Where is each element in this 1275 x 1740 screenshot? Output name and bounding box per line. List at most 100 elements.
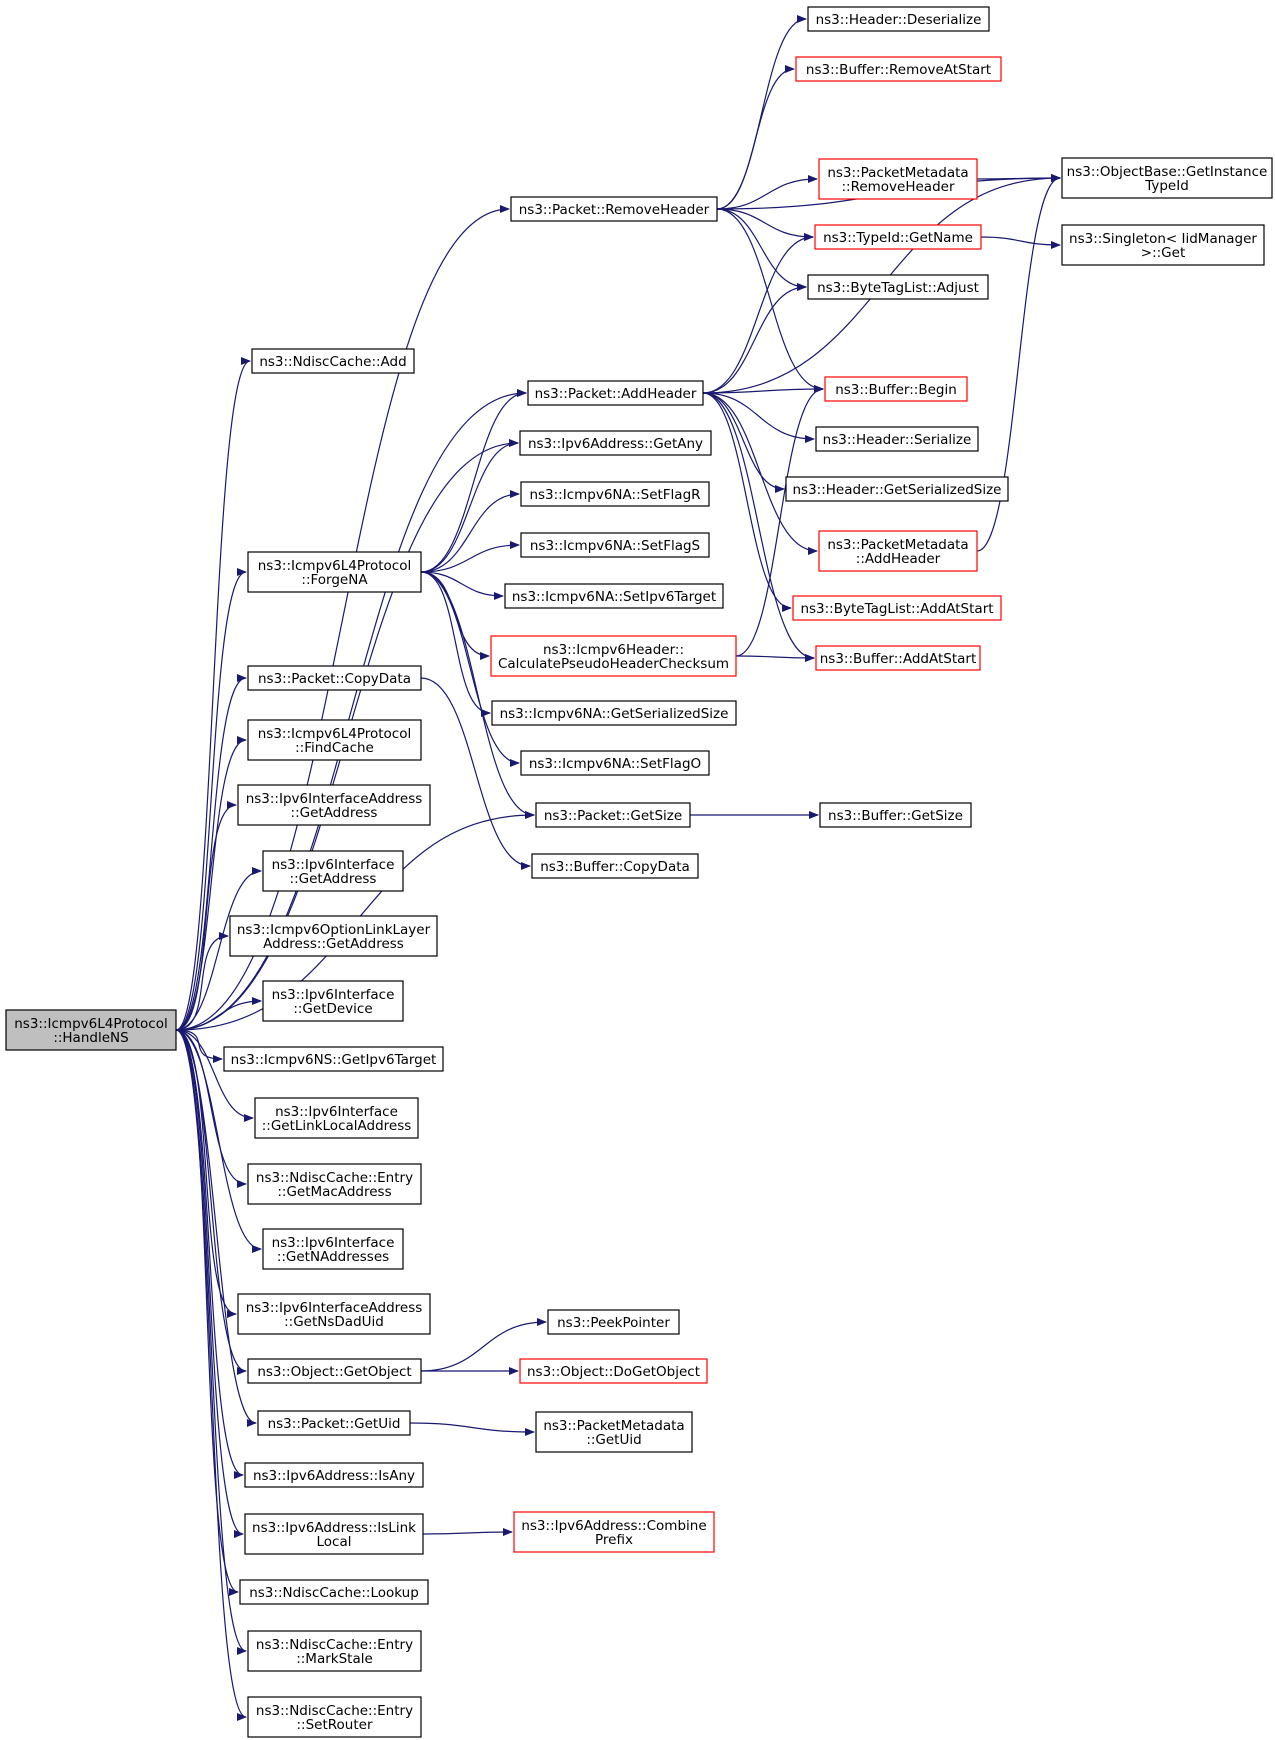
edges-layer [175, 15, 1061, 1721]
node-label: TypeId [1144, 178, 1189, 194]
node-buf_addatstart[interactable]: ns3::Buffer::AddAtStart [815, 645, 981, 671]
node-markstale[interactable]: ns3::NdiscCache::Entry::MarkStale [247, 1630, 422, 1672]
node-btl_addatstart[interactable]: ns3::ByteTagList::AddAtStart [792, 595, 1002, 621]
node-label: ns3::NdiscCache::Lookup [249, 1585, 419, 1601]
node-ndisc_add[interactable]: ns3::NdiscCache::Add [251, 348, 415, 374]
node-box [527, 380, 704, 406]
node-label: ns3::Buffer::RemoveAtStart [806, 62, 991, 78]
node-buf_copydata[interactable]: ns3::Buffer::CopyData [531, 853, 699, 879]
edge-handlens-to-getmac [175, 1029, 247, 1188]
node-box [247, 665, 422, 691]
edge-forge_na-to-na_getser [420, 571, 491, 717]
node-buf_getsize[interactable]: ns3::Buffer::GetSize [819, 802, 972, 828]
node-pm_getuid[interactable]: ns3::PacketMetadata::GetUid [535, 1411, 693, 1453]
node-label: Address::GetAddress [263, 936, 404, 952]
node-setipv6target[interactable]: ns3::Icmpv6NA::SetIpv6Target [504, 583, 724, 609]
edge-removeheader-to-btl_adjust [716, 208, 807, 291]
node-label: ns3::Object::DoGetObject [527, 1364, 700, 1380]
node-label: ns3::Icmpv6NA::SetFlagR [529, 487, 700, 503]
edge-handlens-to-ifaddr_getaddr [175, 801, 237, 1031]
node-label: ::FindCache [295, 740, 374, 756]
node-ns_gettarget[interactable]: ns3::Icmpv6NS::GetIpv6Target [223, 1046, 444, 1072]
node-na_getser[interactable]: ns3::Icmpv6NA::GetSerializedSize [491, 700, 737, 726]
node-buf_removeatstart[interactable]: ns3::Buffer::RemoveAtStart [795, 56, 1002, 82]
node-getobject[interactable]: ns3::Object::GetObject [247, 1358, 422, 1384]
node-pm_addheader[interactable]: ns3::PacketMetadata::AddHeader [818, 530, 978, 572]
edge-forge_na-to-getany [420, 439, 519, 573]
node-label: ns3::Packet::GetUid [268, 1416, 401, 1432]
node-label: ::SetRouter [296, 1717, 372, 1733]
edge-islinklocal-to-combineprefix [422, 1528, 513, 1537]
node-hdr_serialize[interactable]: ns3::Header::Serialize [815, 426, 979, 452]
edge-handlens-to-getnaddr [175, 1029, 262, 1253]
edge-removeheader-to-buf_begin [716, 208, 824, 393]
edge-forge_na-to-setipv6target [420, 571, 504, 600]
node-peekpointer[interactable]: ns3::PeekPointer [547, 1309, 680, 1335]
node-label: ns3::NdiscCache::Entry [256, 1170, 413, 1186]
edge-forge_na-to-pkt_getsize [420, 571, 535, 819]
node-box [5, 1009, 177, 1051]
node-pkt_getsize[interactable]: ns3::Packet::GetSize [535, 802, 691, 828]
node-handlens[interactable]: ns3::Icmpv6L4Protocol::HandleNS [5, 1009, 177, 1051]
node-getmac[interactable]: ns3::NdiscCache::Entry::GetMacAddress [247, 1163, 422, 1205]
edge-handlens-to-isany [175, 1029, 244, 1479]
node-btl_adjust[interactable]: ns3::ByteTagList::Adjust [807, 274, 989, 300]
node-getdevice[interactable]: ns3::Ipv6Interface::GetDevice [262, 980, 404, 1022]
edge-removeheader-to-hdr_deser [716, 15, 807, 210]
node-setflago[interactable]: ns3::Icmpv6NA::SetFlagO [520, 750, 710, 776]
edge-addheader-to-buf_addatstart [702, 392, 815, 662]
node-forge_na[interactable]: ns3::Icmpv6L4Protocol::ForgeNA [247, 551, 422, 593]
node-removeheader[interactable]: ns3::Packet::RemoveHeader [510, 196, 718, 222]
node-isany[interactable]: ns3::Ipv6Address::IsAny [244, 1462, 424, 1488]
node-calcpseudo[interactable]: ns3::Icmpv6Header::CalculatePseudoHeader… [490, 635, 737, 677]
node-copydata[interactable]: ns3::Packet::CopyData [247, 665, 422, 691]
node-hdr_deser[interactable]: ns3::Header::Deserialize [807, 6, 990, 32]
edge-addheader-to-hdr_getser [702, 392, 785, 493]
edge-handlens-to-getdevice [175, 997, 262, 1031]
node-typeid_getname[interactable]: ns3::TypeId::GetName [814, 224, 982, 250]
node-lookup[interactable]: ns3::NdiscCache::Lookup [239, 1579, 429, 1605]
node-label: ns3::Packet::RemoveHeader [519, 202, 710, 218]
node-hdr_getser[interactable]: ns3::Header::GetSerializedSize [785, 476, 1009, 502]
edge-pm_addheader-to-getinstancetypeid [976, 174, 1061, 552]
edge-handlens-to-setrouter [175, 1029, 247, 1721]
node-ifaddr_getaddr[interactable]: ns3::Ipv6InterfaceAddress::GetAddress [237, 784, 431, 826]
node-label: ns3::ObjectBase::GetInstance [1067, 164, 1268, 180]
node-label: Prefix [595, 1532, 633, 1548]
edge-getuid-to-pm_getuid [409, 1422, 535, 1436]
node-getany[interactable]: ns3::Ipv6Address::GetAny [519, 430, 712, 456]
node-box [531, 853, 699, 879]
node-box [262, 1228, 404, 1270]
node-iface_getaddr[interactable]: ns3::Ipv6Interface::GetAddress [262, 850, 404, 892]
node-getnaddr[interactable]: ns3::Ipv6Interface::GetNAddresses [262, 1228, 404, 1270]
node-buf_begin[interactable]: ns3::Buffer::Begin [824, 376, 968, 402]
node-pm_removeheader[interactable]: ns3::PacketMetadata::RemoveHeader [818, 158, 978, 200]
node-label: ns3::Ipv6Address::IsAny [253, 1468, 415, 1484]
node-label: ns3::Icmpv6L4Protocol [258, 558, 412, 574]
node-box [824, 376, 968, 402]
node-box [237, 1293, 431, 1335]
node-dogetobject[interactable]: ns3::Object::DoGetObject [519, 1358, 708, 1384]
node-getlinklocal[interactable]: ns3::Ipv6Interface::GetLinkLocalAddress [254, 1097, 419, 1139]
node-label: ::GetLinkLocalAddress [262, 1118, 412, 1134]
node-label: ns3::ByteTagList::AddAtStart [800, 601, 993, 617]
node-box [814, 224, 982, 250]
node-box [254, 1097, 419, 1139]
node-findcache[interactable]: ns3::Icmpv6L4Protocol::FindCache [247, 719, 422, 761]
edge-removeheader-to-buf_removeatstart [716, 65, 795, 210]
node-setflags[interactable]: ns3::Icmpv6NA::SetFlagS [520, 532, 710, 558]
node-optlinklayer[interactable]: ns3::Icmpv6OptionLinkLayerAddress::GetAd… [229, 915, 438, 957]
node-addheader[interactable]: ns3::Packet::AddHeader [527, 380, 704, 406]
edge-addheader-to-buf_begin [702, 385, 824, 394]
node-setflagr[interactable]: ns3::Icmpv6NA::SetFlagR [520, 481, 710, 507]
edge-addheader-to-typeid_getname [702, 233, 814, 394]
node-getuid[interactable]: ns3::Packet::GetUid [257, 1410, 411, 1436]
node-setrouter[interactable]: ns3::NdiscCache::Entry::SetRouter [247, 1696, 422, 1738]
node-getnsdad[interactable]: ns3::Ipv6InterfaceAddress::GetNsDadUid [237, 1293, 431, 1335]
node-singleton_get[interactable]: ns3::Singleton< IidManager>::Get [1061, 224, 1265, 266]
node-label: ::GetAddress [290, 871, 377, 887]
